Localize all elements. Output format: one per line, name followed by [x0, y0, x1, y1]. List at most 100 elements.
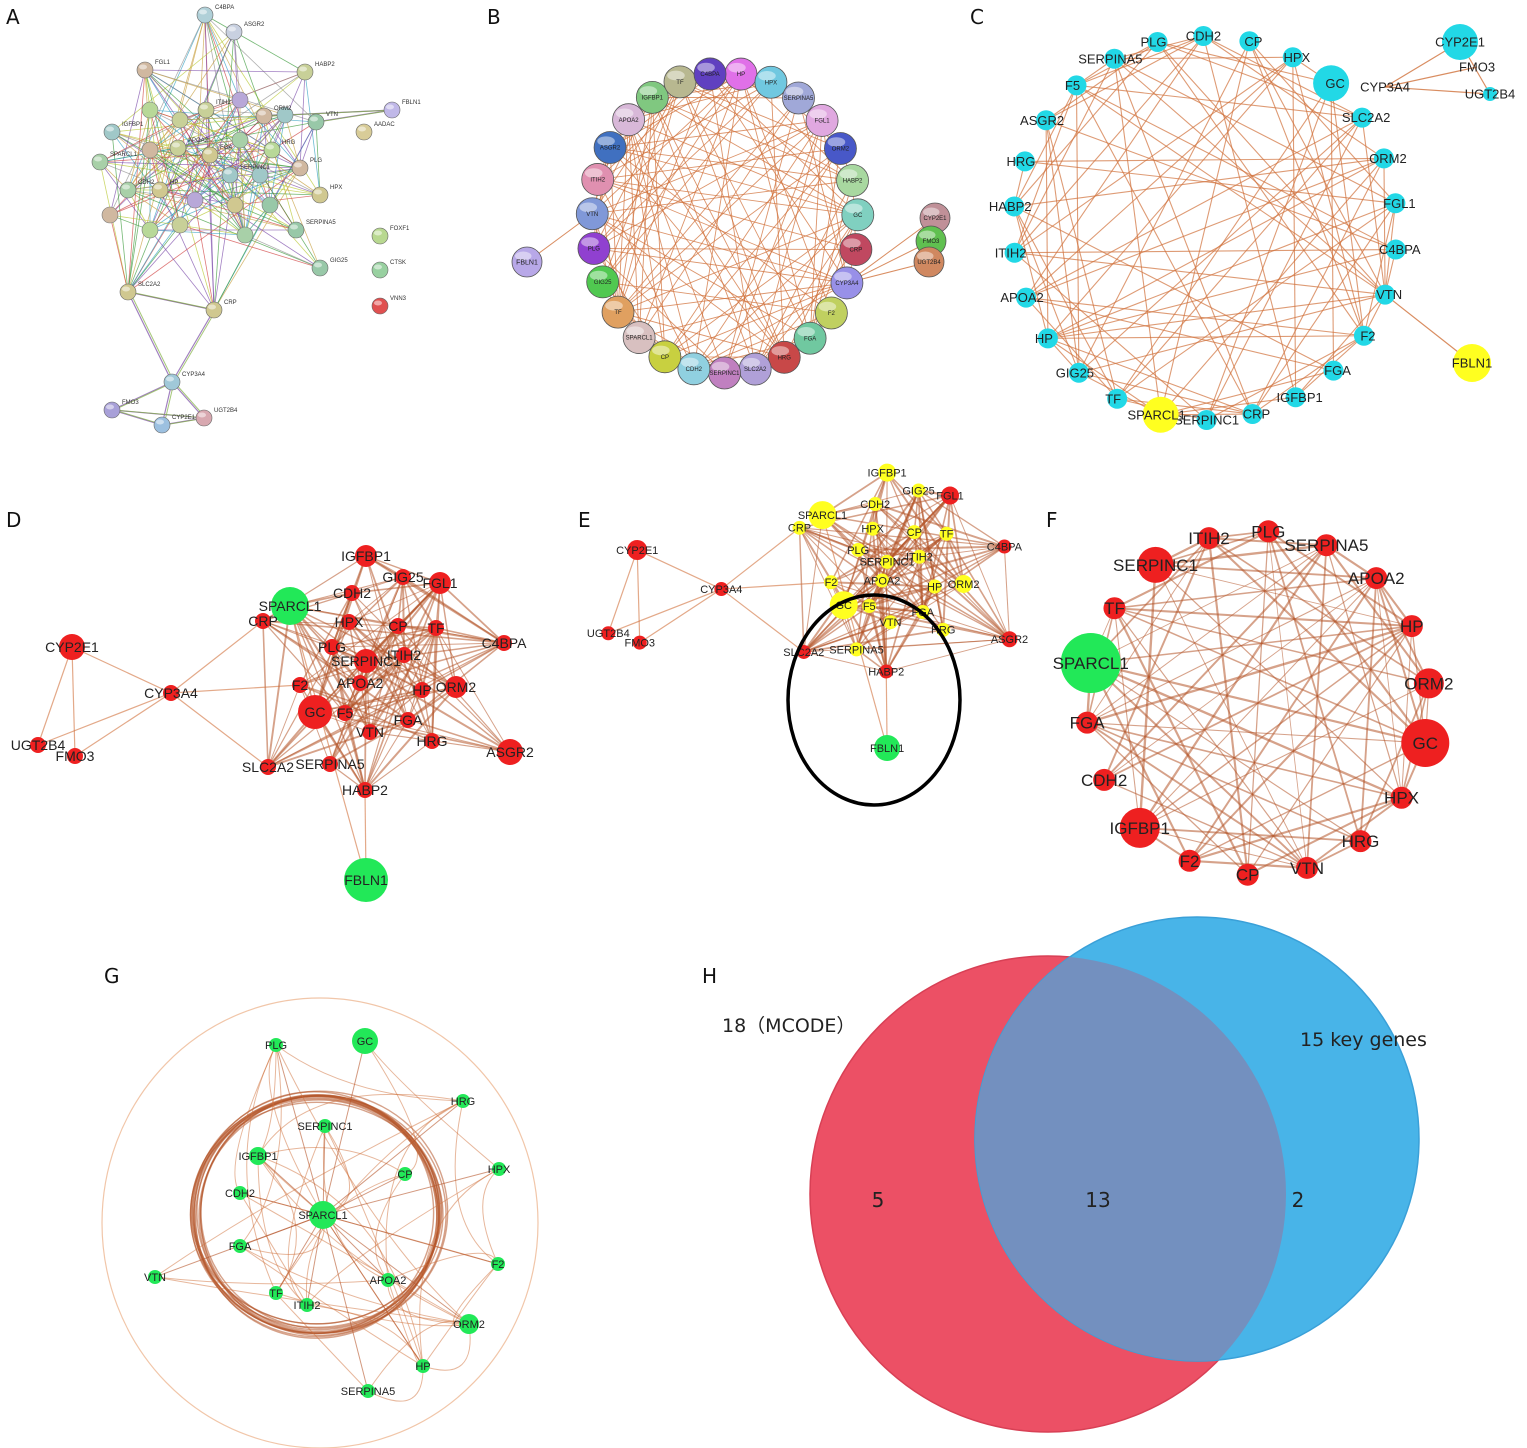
string-label-serpinc1: SERPINC1: [240, 165, 271, 171]
hub-f-label-apoa2: APOA2: [1348, 569, 1405, 588]
net-d-edge: [37, 692, 172, 746]
net-g-label-sparcl1: SPARCL1: [298, 1210, 347, 1222]
string-node-serpina5: [287, 221, 305, 239]
net-d-edge: [369, 731, 511, 753]
net-g-node-vtn: [148, 1270, 162, 1284]
ring-c-edge: [1025, 297, 1334, 372]
net-g-label-plg: PLG: [265, 1040, 287, 1052]
net-e-node-fgl1: [941, 486, 959, 505]
hub-f-label-sparcl1: SPARCL1: [1053, 654, 1129, 673]
string-edge: [149, 229, 246, 236]
net-g-label-hrg: HRG: [451, 1096, 475, 1108]
net-d-node-c4bpa: [496, 635, 512, 651]
string-edge: [234, 114, 286, 206]
ring-b-node-gloss: [597, 136, 615, 146]
ring-c-edge: [1114, 58, 1396, 204]
curved-edge: [275, 1100, 464, 1294]
ring-b-node-gloss: [843, 238, 861, 248]
ring-b-node-itih2: [581, 163, 615, 196]
hub-f-node-apoa2: [1365, 567, 1388, 590]
panel-b-circular-network: HPHPXSERPINA5FGL1ORM2HABP2GCCRPCYP3A4F2F…: [511, 57, 951, 390]
string-edge: [99, 161, 321, 196]
string-edge: [179, 119, 215, 311]
ring-b-node-gloss: [667, 70, 685, 81]
net-e-edge: [799, 527, 920, 558]
string-edge: [304, 71, 321, 196]
net-d-label-cyp3a4: CYP3A4: [144, 685, 198, 701]
ring-c-edge: [1160, 396, 1296, 416]
string-label-hpx: HPX: [330, 185, 342, 191]
net-g-label-cdh2: CDH2: [225, 1188, 255, 1200]
string-node-gloss: [374, 230, 382, 236]
sparcl1-edge: [239, 1192, 324, 1216]
string-edge: [177, 147, 261, 176]
string-label-ugt2b4: UGT2B4: [214, 408, 238, 414]
ring-c-edge: [1160, 158, 1385, 416]
curved-edge: [419, 1168, 500, 1367]
ring-c-edge: [1045, 120, 1049, 339]
ring-c-node-serpinc1: [1196, 409, 1217, 430]
net-d-node-f2: [292, 677, 308, 693]
hub-f-label-hp: HP: [1400, 617, 1424, 636]
string-edge: [111, 131, 196, 201]
ring-b-label-gig25: GIG25: [594, 280, 612, 286]
ring-b-node-plg: [577, 232, 611, 265]
curved-edge: [275, 1044, 464, 1102]
string-edge: [213, 204, 271, 311]
net-d-node-fbln1: [344, 858, 388, 902]
net-e-label-gig25: GIG25: [902, 485, 934, 497]
panel-label-a: A: [6, 5, 20, 29]
string-node-itih2: [197, 101, 215, 119]
ring-edge: [597, 148, 841, 180]
net-e-edge: [607, 549, 638, 634]
hub-f-node-cp: [1236, 863, 1259, 886]
ring-b-node-habp2: [836, 164, 869, 197]
ring-c-node-sparcl1: [1142, 396, 1179, 433]
net-g-label-igfbp1: IGFBP1: [238, 1151, 277, 1163]
hub-f-label-vtn: VTN: [1290, 859, 1324, 878]
net-g-node-igfbp1: [249, 1147, 267, 1165]
hub-edge: [1090, 544, 1327, 664]
ring-edge: [651, 97, 756, 370]
net-d-edge: [262, 620, 505, 644]
hub-f-node-cdh2: [1093, 768, 1116, 791]
hub-f-node-plg: [1257, 520, 1280, 543]
ring-c-label-plg: PLG: [1140, 35, 1166, 50]
net-d-edge: [37, 646, 73, 746]
sparcl1-edge: [322, 1214, 499, 1265]
ring-c-label-cp: CP: [1244, 34, 1262, 49]
net-g-node-hrg: [456, 1094, 470, 1108]
net-e-label-f5: F5: [863, 601, 876, 613]
ring-edge: [592, 180, 853, 215]
net-e-edge: [803, 621, 891, 653]
hub-f-label-hpx: HPX: [1384, 789, 1419, 808]
net-e-node-hpx: [865, 521, 880, 536]
panel-label-e: E: [578, 508, 591, 532]
ring-c-label-cyp2e1: CYP2E1: [1435, 35, 1485, 50]
curved-edge: [239, 1245, 424, 1367]
ring-c-edge: [1014, 58, 1115, 253]
ring-b-node-ugt2b4: [913, 246, 945, 278]
net-g-label-hpx: HPX: [488, 1164, 511, 1176]
ring-c-label-f5: F5: [1065, 78, 1080, 93]
net-e-edge: [890, 621, 944, 631]
net-e-edge: [803, 651, 887, 672]
ring-b-node-gloss: [681, 357, 699, 368]
string-label-plg: PLG: [310, 158, 322, 164]
string-node-slc2a2: [119, 283, 137, 301]
ring-c-label-slc2a2: SLC2A2: [1342, 110, 1390, 125]
string-node-apoa2: [169, 139, 187, 157]
curved-edge: [246, 1044, 277, 1294]
ring-c-edge: [1330, 83, 1335, 371]
ring-c-edge: [1076, 84, 1363, 119]
string-edge: [127, 149, 151, 293]
net-e-edge: [721, 581, 832, 590]
ring-c-edge: [1113, 58, 1254, 415]
string-edge: [149, 109, 181, 226]
ring-c-label-apoa2: APOA2: [1000, 290, 1043, 305]
net-e-label-habp2: HABP2: [868, 666, 904, 678]
ring-c-label-gig25: GIG25: [1056, 365, 1094, 380]
hub-edge: [1113, 607, 1308, 869]
hub-f-label-gc: GC: [1413, 734, 1439, 753]
net-g-node-f2: [491, 1257, 505, 1271]
